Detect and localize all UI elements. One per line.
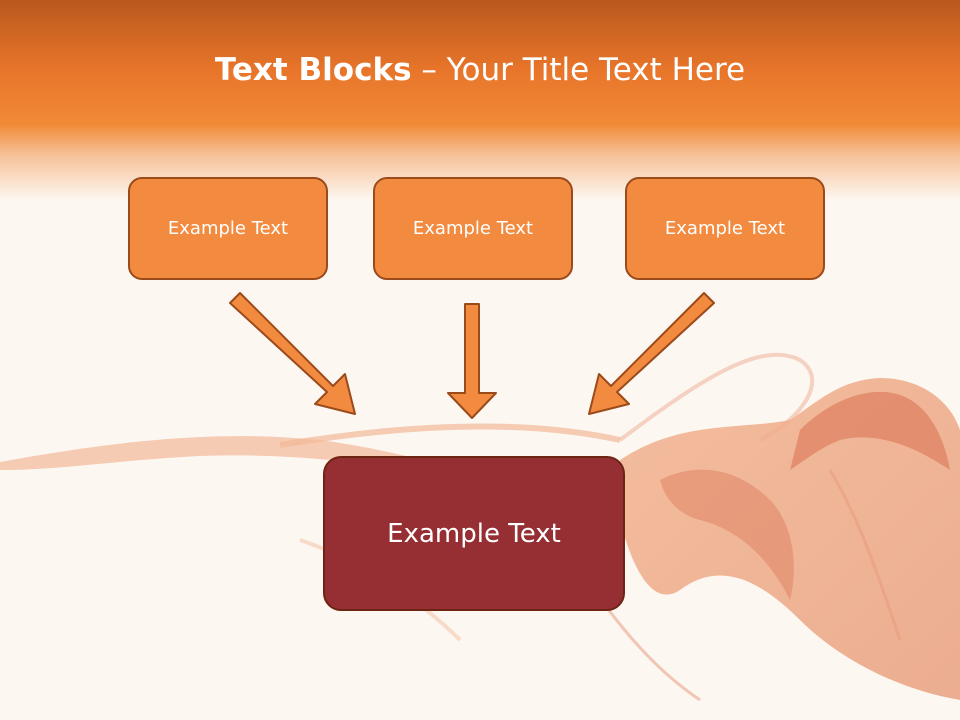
title-rest: Your Title Text Here	[446, 52, 746, 88]
title-bold: Text Blocks	[214, 52, 412, 88]
arrow-down-right	[229, 292, 356, 415]
text-block-2-label: Example Text	[412, 218, 534, 239]
arrow-down-left	[588, 292, 715, 415]
header-band	[0, 0, 960, 200]
text-block-1-label: Example Text	[167, 218, 289, 239]
title-dash: –	[411, 52, 447, 88]
arrow-down	[447, 303, 497, 419]
text-block-3-label: Example Text	[664, 218, 786, 239]
text-block-3[interactable]: Example Text	[625, 177, 825, 280]
text-block-1[interactable]: Example Text	[128, 177, 328, 280]
center-text-block[interactable]: Example Text	[323, 456, 625, 611]
center-text-block-label: Example Text	[387, 518, 561, 549]
slide-title: Text Blocks – Your Title Text Here	[0, 52, 960, 88]
text-block-2[interactable]: Example Text	[373, 177, 573, 280]
